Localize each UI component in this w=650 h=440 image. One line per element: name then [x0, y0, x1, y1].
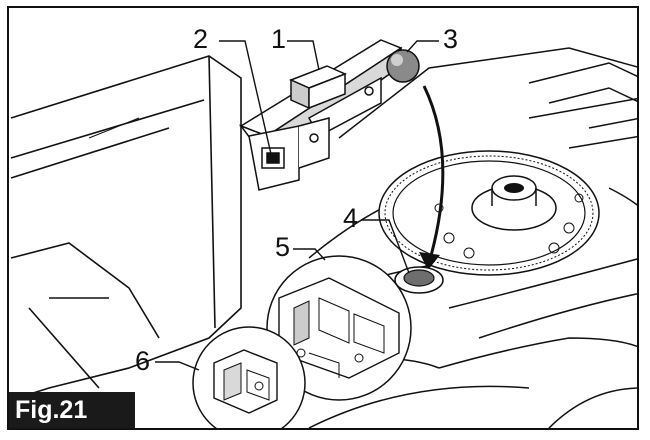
callout-3: 3 [443, 24, 459, 54]
figure-frame: 1 2 3 4 5 6 Fig.21 [7, 6, 639, 430]
exploded-illustration [10, 39, 637, 428]
callout-2: 2 [193, 24, 209, 54]
figure-label: Fig.21 [9, 392, 135, 428]
detail-circle-5 [266, 255, 412, 401]
pin-part [386, 49, 420, 83]
mounting-hole [394, 266, 444, 294]
rail-assembly [238, 39, 403, 191]
callout-6: 6 [135, 346, 151, 376]
callout-1: 1 [271, 24, 287, 54]
leader-lines [155, 40, 439, 371]
detail-circle-6 [192, 326, 306, 428]
callout-4: 4 [343, 203, 359, 233]
gear-assembly [378, 150, 600, 276]
left-housing [10, 55, 242, 401]
callout-5: 5 [275, 232, 291, 262]
insertion-arrow [419, 85, 445, 270]
